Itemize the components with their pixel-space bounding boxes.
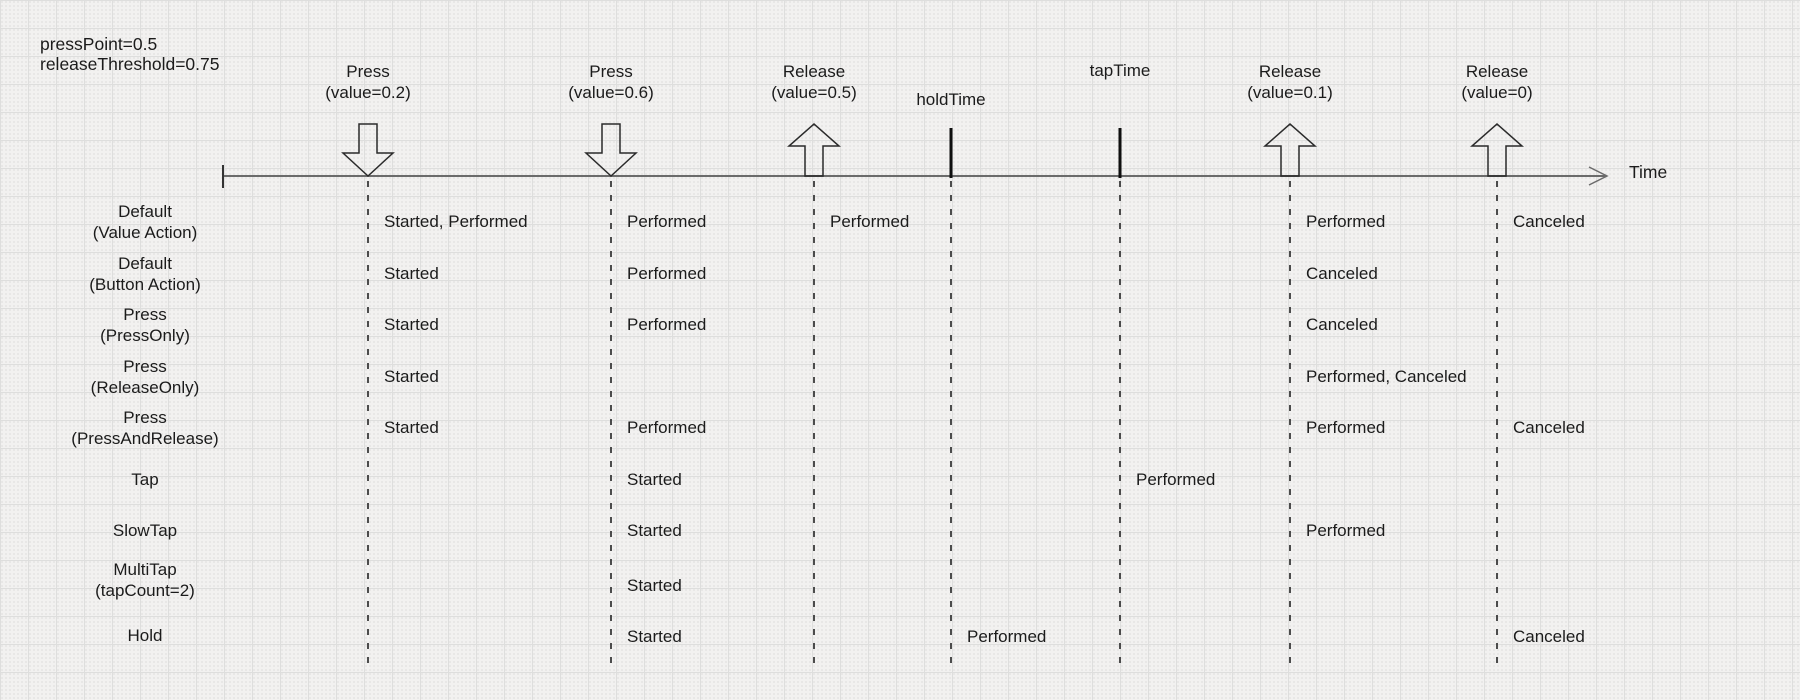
event-label-tap-time: tapTime (1089, 61, 1151, 80)
phase-annotation: Performed (627, 212, 707, 231)
row-label-multitap: MultiTap (tapCount=2) (95, 560, 195, 600)
phase-annotation: Started, Performed (384, 212, 528, 231)
phase-annotation: Started (384, 367, 439, 386)
phase-annotation: Performed (967, 627, 1047, 646)
phase-annotation: Started (384, 264, 439, 283)
phase-annotation: Performed (1136, 470, 1216, 489)
phase-annotation: Canceled (1306, 315, 1378, 334)
row-label-slowtap: SlowTap (112, 521, 178, 540)
row-label-tap: Tap (131, 470, 159, 489)
release-up-arrow-icon (1263, 123, 1317, 177)
phase-annotation: Performed (1306, 521, 1386, 540)
phase-annotation: Started (627, 521, 682, 540)
phase-annotation: Started (384, 418, 439, 437)
phase-annotation: Started (384, 315, 439, 334)
phase-annotation: Performed (627, 264, 707, 283)
row-label-press-pressandrelease: Press (PressAndRelease) (71, 408, 219, 448)
event-label-press-0-6: Press (value=0.6) (568, 62, 654, 102)
release-up-arrow-icon (787, 123, 841, 177)
phase-annotation: Performed (1306, 212, 1386, 231)
phase-annotation: Performed (1306, 418, 1386, 437)
axis-arrowhead-icon (1588, 166, 1609, 186)
press-down-arrow-icon (584, 123, 638, 178)
phase-annotation: Canceled (1513, 212, 1585, 231)
phase-annotation: Started (627, 627, 682, 646)
event-label-press-0-2: Press (value=0.2) (325, 62, 411, 102)
row-label-press-pressonly: Press (PressOnly) (100, 305, 190, 345)
phase-annotation: Canceled (1306, 264, 1378, 283)
row-label-default-button-action: Default (Button Action) (89, 254, 201, 294)
row-label-press-releaseonly: Press (ReleaseOnly) (90, 357, 200, 397)
phase-annotation: Performed (830, 212, 910, 231)
phase-annotation: Canceled (1513, 627, 1585, 646)
event-label-release-0-1: Release (value=0.1) (1247, 62, 1333, 102)
config-note: pressPoint=0.5 releaseThreshold=0.75 (40, 34, 220, 74)
row-label-default-value-action: Default (Value Action) (92, 202, 198, 242)
event-label-release-0: Release (value=0) (1461, 62, 1533, 102)
phase-annotation: Started (627, 470, 682, 489)
event-label-hold-time: holdTime (916, 90, 986, 109)
phase-annotation: Performed, Canceled (1306, 367, 1467, 386)
release-up-arrow-icon (1470, 123, 1524, 177)
phase-annotation: Performed (627, 315, 707, 334)
event-label-release-0-5: Release (value=0.5) (771, 62, 857, 102)
phase-annotation: Canceled (1513, 418, 1585, 437)
row-label-hold: Hold (127, 626, 163, 645)
phase-annotation: Performed (627, 418, 707, 437)
time-axis-label: Time (1629, 162, 1668, 182)
press-down-arrow-icon (341, 123, 395, 178)
phase-annotation: Started (627, 576, 682, 595)
